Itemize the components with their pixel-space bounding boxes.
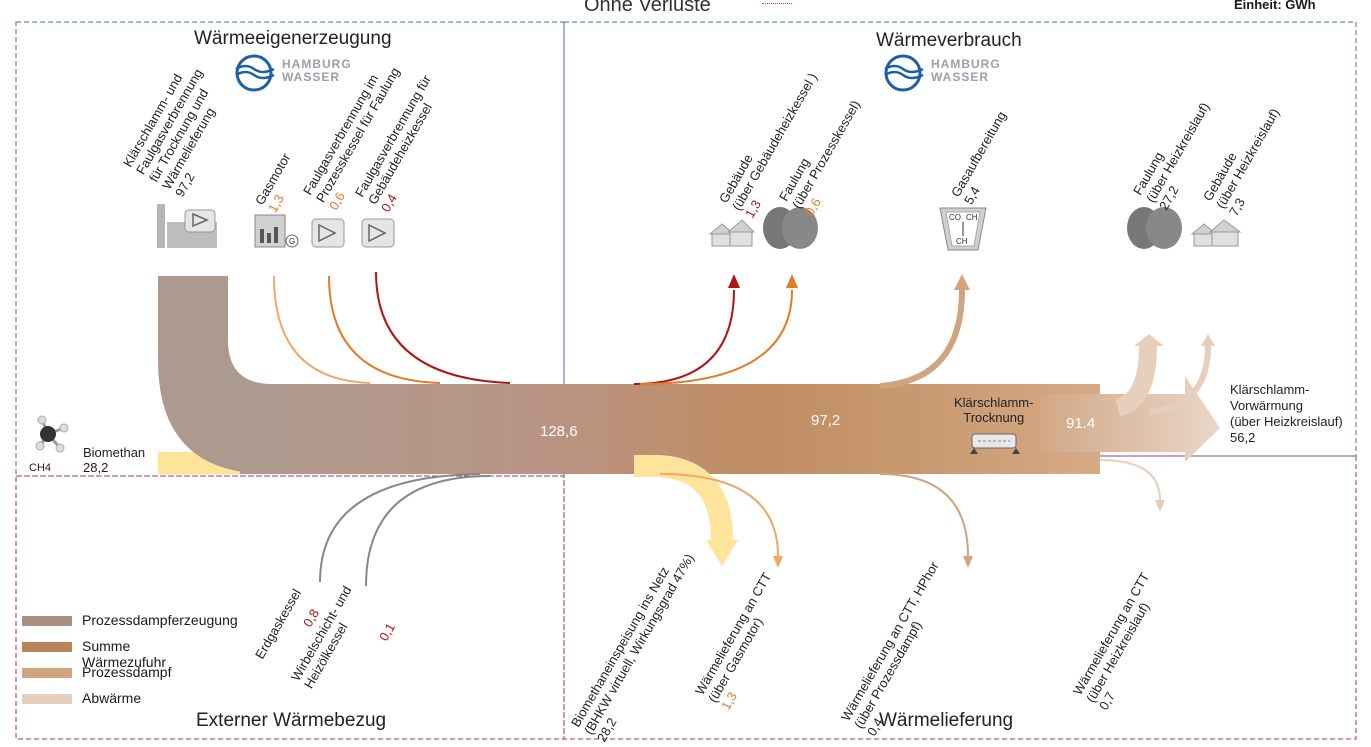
title-externer-bezug: Externer Wärmebezug <box>196 710 387 731</box>
gasaufbereitung-arrowhead <box>954 274 970 290</box>
gasmotor-icon: G <box>254 214 299 248</box>
methane-formula: CH4 <box>29 462 52 474</box>
incinerator-icon <box>157 204 217 248</box>
methane-molecule-icon <box>35 415 69 453</box>
gebaeude-kreis-arrowhead <box>1201 334 1215 346</box>
ctt-prozess-arrowhead <box>963 556 973 568</box>
flow-value-total: 128,6 <box>540 423 578 440</box>
label-biomethan: Biomethan 28,2 <box>83 445 146 475</box>
legend-swatch <box>22 616 72 626</box>
flow-value-late: 91.4 <box>1066 415 1096 432</box>
gasmotor-flow <box>273 275 371 384</box>
ctt-prozess-flow <box>879 473 969 557</box>
ctt-kreis-arrowhead <box>1155 500 1165 512</box>
building-icon <box>708 219 756 247</box>
digester-icon <box>1127 207 1182 249</box>
legend-swatch <box>22 642 72 652</box>
faulung-arrowhead <box>786 274 798 288</box>
building-icon <box>1190 219 1242 247</box>
gebaeude-kreis-flow <box>1149 345 1211 415</box>
gebaeude-arrowhead <box>728 274 740 288</box>
ctt-kreis-flow <box>1099 459 1161 501</box>
digester-icon <box>763 207 818 249</box>
wirbel-flow <box>365 475 491 587</box>
unit-label: Einheit: GWh <box>1234 0 1316 12</box>
label-trocknung: Klärschlamm- Trocknung <box>954 395 1034 425</box>
spellcheck-mark <box>762 0 792 4</box>
biomethan-netz-flow <box>634 455 733 541</box>
gas-upgrading-icon: CO CH CH <box>939 207 987 251</box>
ctt-gasmotor-arrowhead <box>773 556 783 568</box>
title-lieferung: Wärmelieferung <box>879 710 1014 731</box>
faulung-kessel-flow <box>328 275 441 384</box>
faulung-kreis-arrowhead <box>1134 334 1164 346</box>
gasaufbereitung-flow <box>879 289 965 389</box>
flow-value-mid: 97,2 <box>811 412 841 429</box>
faulung-flow <box>639 289 793 385</box>
title-eigenerzeugung: Wärmeeigenerzeugung <box>194 28 392 49</box>
legend-swatch <box>22 694 72 704</box>
erdgas-flow <box>319 473 481 583</box>
svg-text:CO: CO <box>949 213 961 222</box>
dryer-icon <box>970 433 1020 454</box>
faulung-kreis-flow <box>1114 345 1157 417</box>
label-vorwaermung: Klärschlamm- Vorwärmung (über Heizkreisl… <box>1230 382 1343 445</box>
gebaeude-flow <box>633 289 735 385</box>
boiler-icon <box>311 218 345 248</box>
biomethan-netz-arrowhead <box>706 540 738 566</box>
legend-swatch <box>22 668 72 678</box>
ctt-gasmotor-flow <box>659 473 779 557</box>
svg-text:G: G <box>289 237 295 246</box>
boiler-icon <box>361 218 395 248</box>
gebaeude-kessel-flow <box>375 271 511 384</box>
svg-text:CH: CH <box>956 237 968 246</box>
vorwaermung-arrow <box>1040 376 1220 462</box>
title-verbrauch: Wärmeverbrauch <box>876 30 1022 51</box>
svg-text:CH: CH <box>966 213 978 222</box>
diagram-title: Ohne Verluste <box>584 0 711 16</box>
